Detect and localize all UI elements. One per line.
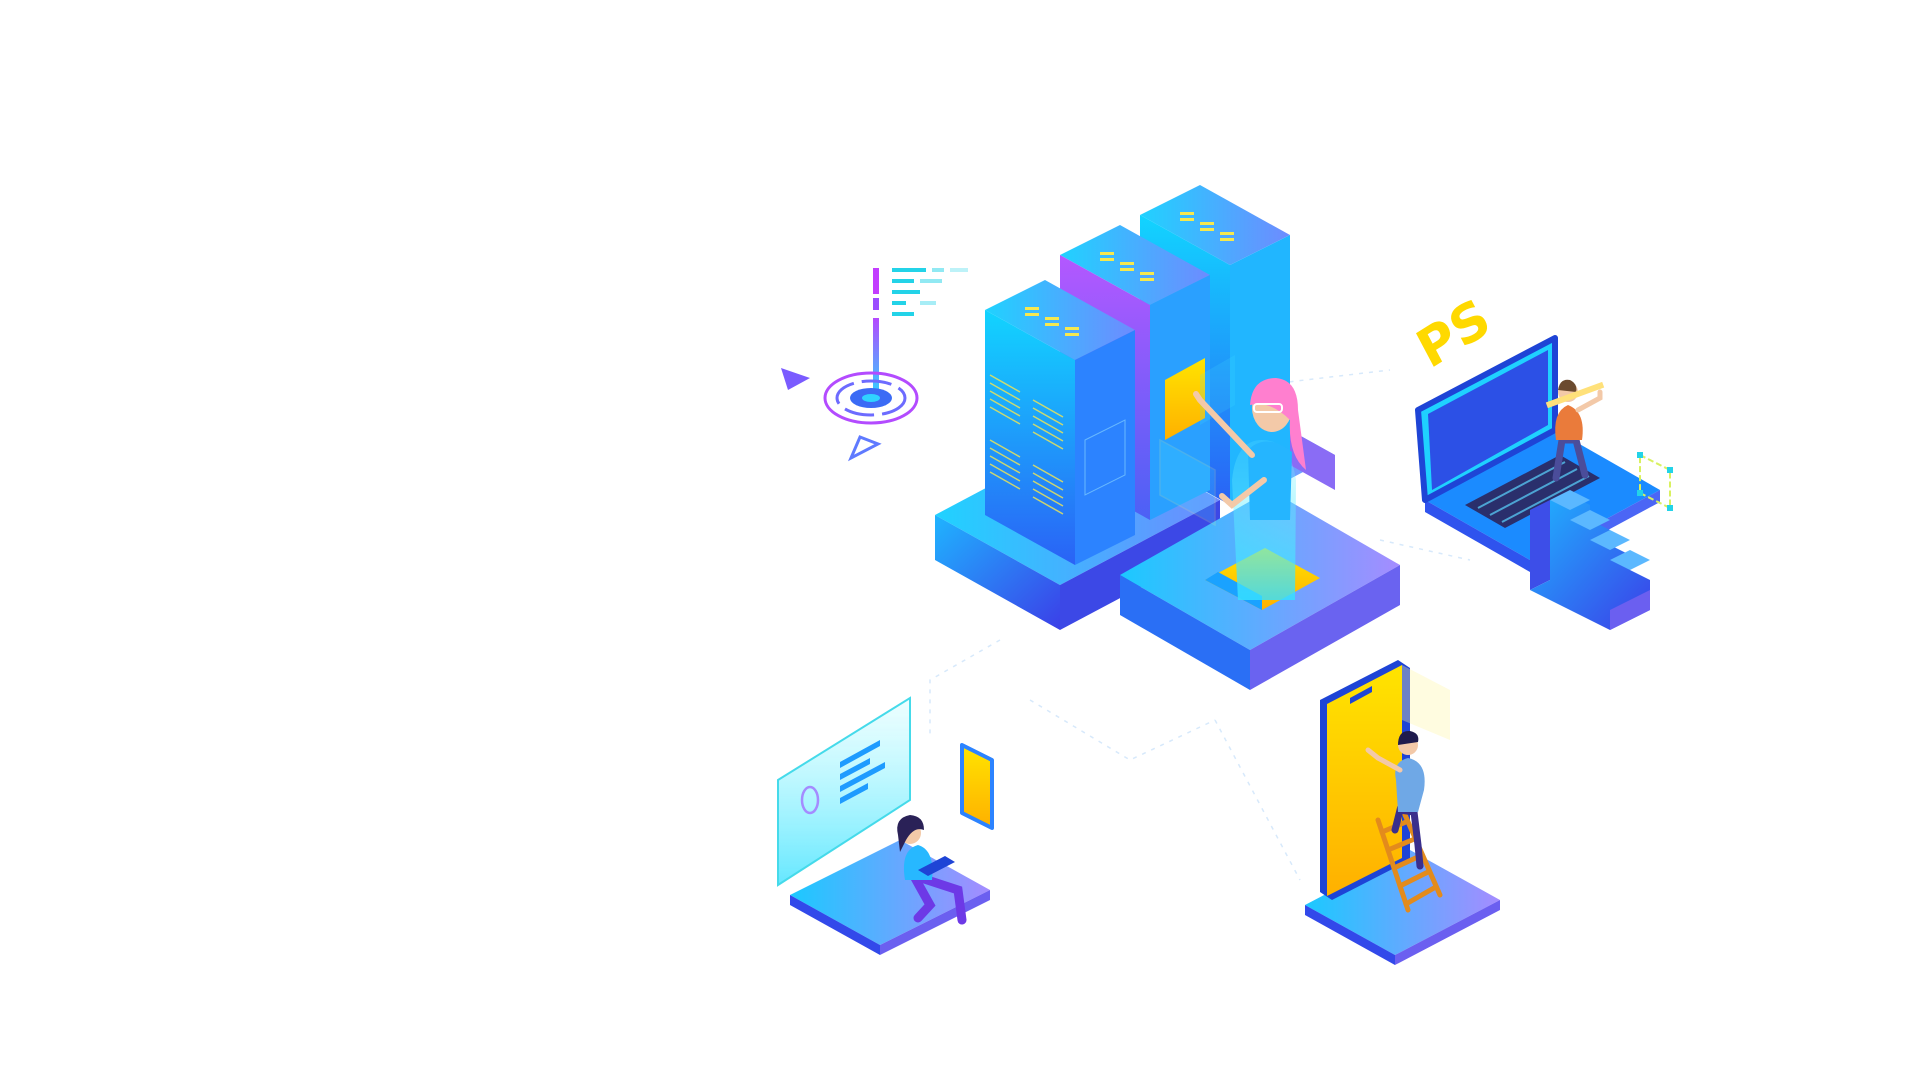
selection-frame-icon xyxy=(1637,452,1673,511)
network-connectors xyxy=(929,369,1471,881)
triangle-outline-shape xyxy=(847,435,882,462)
laptop-small xyxy=(918,856,955,876)
panel-avatar-icon xyxy=(800,785,820,815)
seated-woman xyxy=(897,815,967,925)
panel-text-lines xyxy=(840,740,885,804)
server-door xyxy=(1165,358,1205,440)
triangle-shape xyxy=(781,368,810,390)
laptop-screen-logo: PS xyxy=(1408,288,1500,381)
server-vents xyxy=(989,374,1064,515)
code-lines-icon xyxy=(892,268,968,316)
stairs xyxy=(1530,490,1650,630)
bottom-left-scene xyxy=(777,696,994,955)
phone-small xyxy=(960,743,994,830)
target-icon xyxy=(823,268,968,425)
bottom-right-scene xyxy=(1305,660,1500,965)
man-on-stairs xyxy=(1545,379,1605,482)
climbing-man xyxy=(1365,730,1425,870)
laptop-scene: PS xyxy=(1408,288,1673,630)
server-rack-front xyxy=(985,280,1135,565)
woman-figure xyxy=(1193,378,1306,600)
